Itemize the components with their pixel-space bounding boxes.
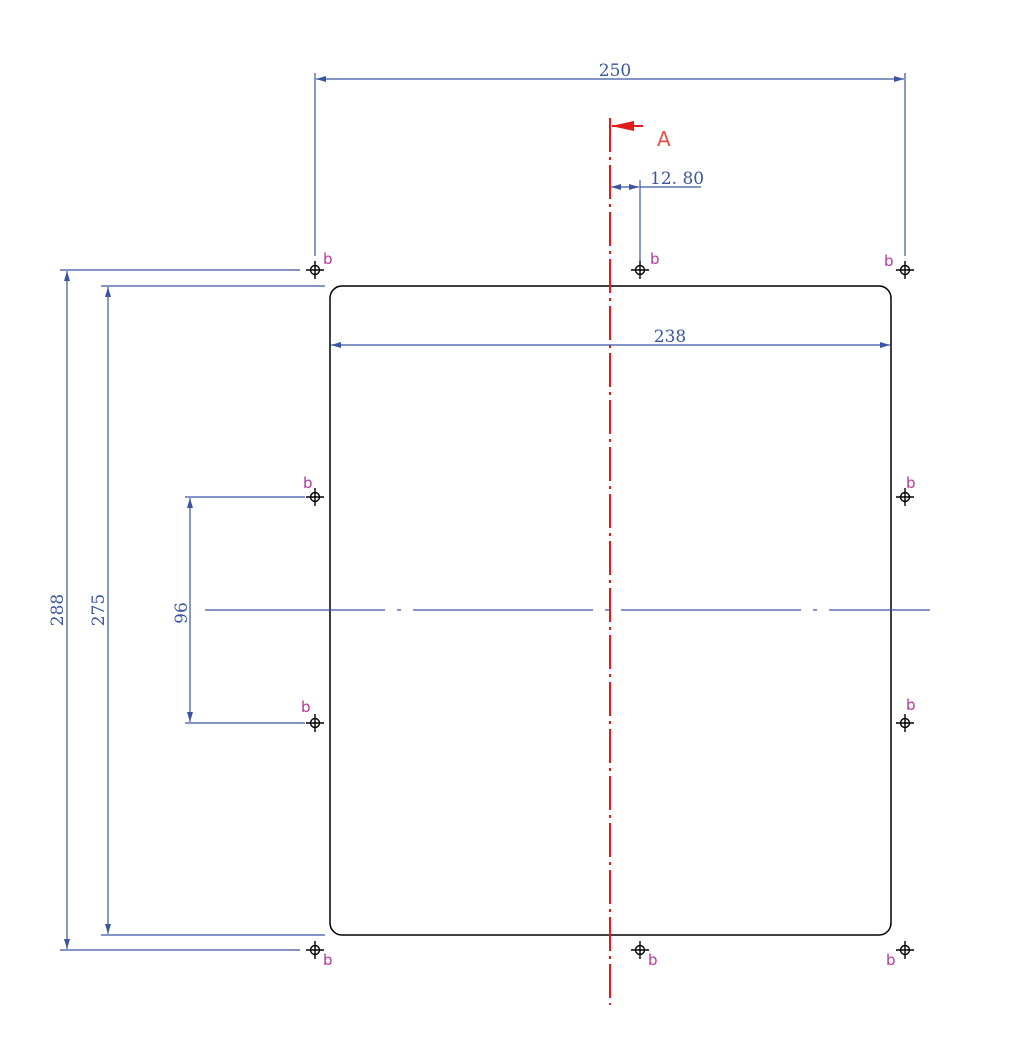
hole-icon xyxy=(896,941,914,959)
hole-label: b xyxy=(648,951,658,969)
hole-label: b xyxy=(906,474,916,492)
hole-label: b xyxy=(650,250,660,268)
section-arrow xyxy=(611,121,643,131)
hole-spacing-value: 96 xyxy=(172,602,192,624)
hole-icon xyxy=(896,488,914,506)
hole-offset-value: 12. 80 xyxy=(650,169,704,189)
hole-icon xyxy=(896,714,914,732)
hole-label: b xyxy=(323,250,333,268)
dimension-hole-spacing xyxy=(185,496,305,724)
section-label: A xyxy=(657,127,671,151)
hole-labels: b b b b b b b b b b xyxy=(301,250,916,969)
dimension-hole-offset xyxy=(611,180,701,262)
hole-label: b xyxy=(303,474,313,492)
hole-icon xyxy=(631,941,649,959)
panel-width-value: 238 xyxy=(654,327,686,347)
panel-height-value: 275 xyxy=(89,594,109,626)
hole-label: b xyxy=(886,951,896,969)
dimension-panel-height xyxy=(101,285,325,936)
mounting-holes xyxy=(306,261,914,959)
overall-height-value: 288 xyxy=(48,594,68,626)
hole-label: b xyxy=(301,698,311,716)
hole-icon xyxy=(631,261,649,279)
hole-label: b xyxy=(884,252,894,270)
overall-width-value: 250 xyxy=(599,61,631,81)
dimension-overall-height xyxy=(60,269,300,951)
hole-label: b xyxy=(906,696,916,714)
hole-icon xyxy=(896,261,914,279)
hole-icon xyxy=(306,261,324,279)
dimension-overall-width xyxy=(314,73,906,256)
hole-label: b xyxy=(323,951,333,969)
hole-icon xyxy=(306,714,324,732)
hole-icon xyxy=(306,488,324,506)
hole-icon xyxy=(306,941,324,959)
